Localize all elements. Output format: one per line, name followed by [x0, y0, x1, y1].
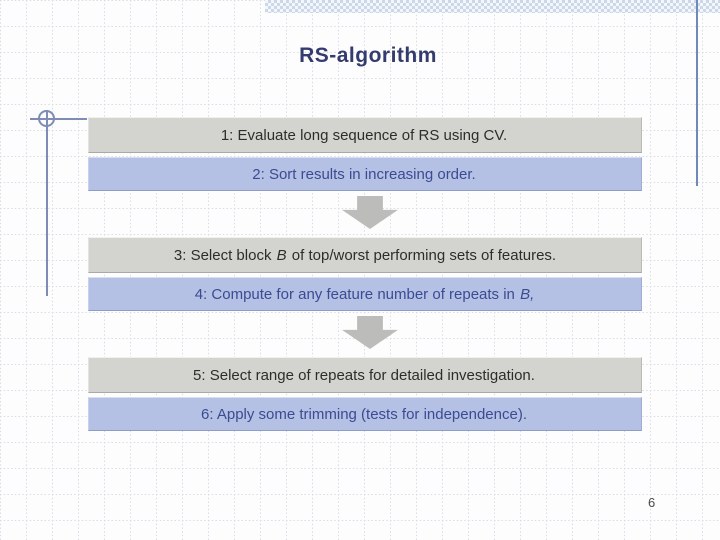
- step-6-pre: 6: Apply some trimming (tests for indepe…: [201, 405, 527, 423]
- step-1-text: 1: Evaluate long sequence of RS using CV…: [221, 127, 509, 144]
- step-4-text: 4: Compute for any feature number of rep…: [195, 286, 536, 303]
- step-4-em: B,: [520, 285, 535, 303]
- step-3-post: of top/worst performing sets of features…: [287, 246, 557, 264]
- step-5-text: 5: Select range of repeats for detailed …: [193, 367, 537, 384]
- step-1-pre: 1: Evaluate long sequence of RS using CV…: [220, 126, 508, 144]
- step-3-pre: 3: Select block: [173, 246, 276, 264]
- step-2-pre: 2: Sort results in increasing order.: [252, 165, 476, 183]
- right-accent-line: [696, 0, 698, 186]
- step-5-pre: 5: Select range of repeats for detailed …: [193, 366, 535, 384]
- step-1-em: [507, 127, 509, 144]
- step-4-pre: 4: Compute for any feature number of rep…: [194, 285, 520, 303]
- left-accent-vertical-line: [46, 110, 48, 296]
- step-3-text: 3: Select block B of top/worst performin…: [174, 247, 556, 264]
- page-number: 6: [648, 495, 656, 510]
- step-2-text: 2: Sort results in increasing order.: [252, 166, 477, 183]
- step-box-5: 5: Select range of repeats for detailed …: [88, 357, 642, 393]
- left-accent-horizontal-line: [30, 118, 87, 120]
- step-box-2: 2: Sort results in increasing order.: [88, 157, 642, 191]
- step-6-text: 6: Apply some trimming (tests for indepe…: [201, 406, 529, 423]
- step-box-6: 6: Apply some trimming (tests for indepe…: [88, 397, 642, 431]
- step-3-em: B: [276, 246, 287, 264]
- top-checkered-band: [265, 0, 720, 13]
- step-2-em: [476, 166, 478, 183]
- step-5-em: [535, 367, 537, 384]
- compass-circle-icon: [38, 110, 55, 127]
- step-box-4: 4: Compute for any feature number of rep…: [88, 277, 642, 311]
- step-6-em: [527, 406, 529, 423]
- step-box-3: 3: Select block B of top/worst performin…: [88, 237, 642, 273]
- step-box-1: 1: Evaluate long sequence of RS using CV…: [88, 117, 642, 153]
- slide-title: RS-algorithm: [299, 44, 437, 67]
